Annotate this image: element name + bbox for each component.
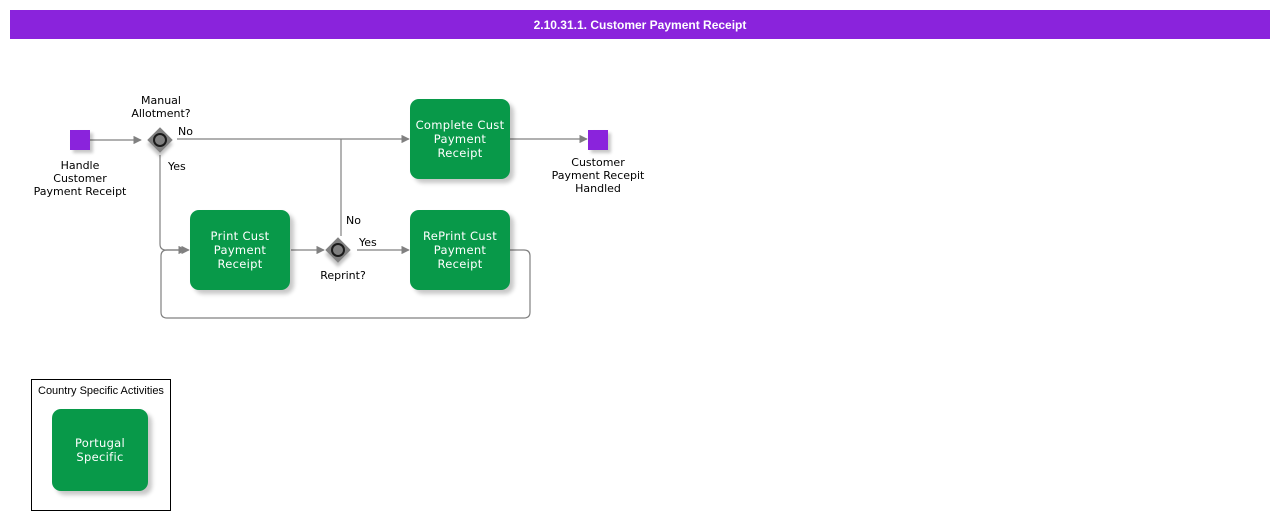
gateway-manual-allotment-label: Manual Allotment? (131, 94, 191, 120)
task-print-cust-payment-receipt[interactable]: Print Cust Payment Receipt (190, 210, 290, 290)
task-label: RePrint Cust Payment Receipt (422, 229, 498, 271)
gateway-reprint-label: Reprint? (320, 269, 366, 282)
task-complete-cust-payment-receipt[interactable]: Complete Cust Payment Receipt (410, 99, 510, 179)
task-label: Portugal Specific (74, 436, 126, 464)
gateway-manual-allotment[interactable] (147, 127, 178, 158)
end-event-customer-payment-recepit-handled[interactable] (588, 130, 608, 150)
start-event-label: Handle Customer Payment Receipt (33, 159, 127, 198)
flow-label-manual-allotment-yes: Yes (168, 160, 186, 173)
task-portugal-specific[interactable]: Portugal Specific (52, 409, 148, 491)
gateway-circle-icon (153, 133, 167, 147)
task-label: Complete Cust Payment Receipt (415, 118, 505, 160)
start-event-handle-customer-payment-receipt[interactable] (70, 130, 90, 150)
flow-label-reprint-yes: Yes (359, 236, 377, 249)
gateway-reprint[interactable] (325, 237, 356, 268)
flow-label-reprint-no: No (346, 214, 361, 227)
diagram-title-bar: 2.10.31.1. Customer Payment Receipt (10, 10, 1270, 39)
flow-label-manual-allotment-no: No (178, 125, 193, 138)
page-title: 2.10.31.1. Customer Payment Receipt (533, 17, 747, 32)
country-specific-activities-title: Country Specific Activities (38, 385, 164, 397)
task-label: Print Cust Payment Receipt (210, 229, 270, 271)
task-reprint-cust-payment-receipt[interactable]: RePrint Cust Payment Receipt (410, 210, 510, 290)
gateway-circle-icon (331, 243, 345, 257)
end-event-label: Customer Payment Recepit Handled (551, 156, 645, 195)
